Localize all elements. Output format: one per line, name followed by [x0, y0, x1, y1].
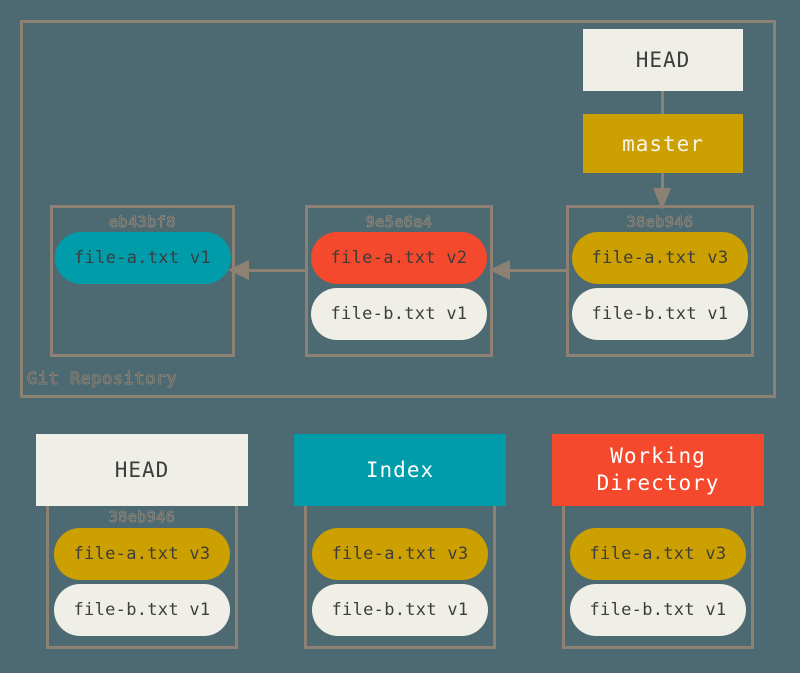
arrow-down-icon	[653, 188, 671, 210]
area-panel-working-directory: Working Directory file-a.txt v3 file-b.t…	[552, 434, 764, 649]
area-header-index[interactable]: Index	[294, 434, 506, 506]
commit-hash-label: 38eb946	[626, 213, 694, 232]
arrow-left-icon	[228, 260, 249, 280]
area-body-head: 38eb946 file-a.txt v3 file-b.txt v1	[46, 506, 238, 649]
area-panel-head: HEAD 38eb946 file-a.txt v3 file-b.txt v1	[36, 434, 248, 649]
file-pill: file-b.txt v1	[572, 288, 748, 340]
file-pill: file-b.txt v1	[570, 584, 746, 636]
head-ref-box[interactable]: HEAD	[583, 29, 743, 91]
area-panel-index: Index file-a.txt v3 file-b.txt v1	[294, 434, 506, 649]
commit-hash-label: 9e5e6a4	[365, 213, 433, 232]
master-ref-label: master	[622, 131, 704, 156]
commit-box-38eb946[interactable]: 38eb946 file-a.txt v3 file-b.txt v1	[566, 205, 754, 357]
commit-link-arrow-38eb946-to-9e5e6a4	[489, 260, 567, 280]
area-title-line1: Working	[610, 444, 706, 468]
connector-master-to-commit	[661, 173, 664, 197]
area-hash-label	[565, 506, 751, 528]
area-hash-label: 38eb946	[108, 508, 176, 527]
file-pill: file-a.txt v3	[54, 528, 230, 580]
area-header-head[interactable]: HEAD	[36, 434, 248, 506]
area-title: Index	[365, 457, 435, 482]
area-title-line2: Directory	[596, 471, 720, 495]
commit-hash-label: eb43bf8	[109, 213, 176, 232]
file-pill: file-b.txt v1	[311, 288, 487, 340]
commit-link-arrow-9e5e6a4-to-eb43bf8	[228, 260, 306, 280]
git-repository-frame	[20, 20, 776, 398]
arrow-left-icon	[489, 260, 510, 280]
commit-box-9e5e6a4[interactable]: 9e5e6a4 file-a.txt v2 file-b.txt v1	[305, 205, 493, 357]
head-ref-label: HEAD	[635, 48, 691, 72]
area-body-index: file-a.txt v3 file-b.txt v1	[304, 506, 496, 649]
file-pill: file-b.txt v1	[54, 584, 230, 636]
area-body-working-directory: file-a.txt v3 file-b.txt v1	[562, 506, 754, 649]
file-pill: file-a.txt v3	[572, 232, 748, 284]
commit-box-eb43bf8[interactable]: eb43bf8 file-a.txt v1	[50, 205, 235, 357]
area-title: HEAD	[114, 457, 170, 482]
master-ref-box[interactable]: master	[583, 114, 743, 173]
file-pill: file-a.txt v2	[311, 232, 487, 284]
area-hash-label	[307, 506, 493, 528]
file-pill: file-a.txt v3	[570, 528, 746, 580]
file-pill: file-a.txt v3	[312, 528, 488, 580]
git-repository-label: Git Repository	[27, 369, 178, 390]
file-pill: file-b.txt v1	[312, 584, 488, 636]
file-pill: file-a.txt v1	[54, 232, 231, 284]
area-header-working-directory[interactable]: Working Directory	[552, 434, 764, 506]
connector-head-to-master	[661, 91, 664, 114]
